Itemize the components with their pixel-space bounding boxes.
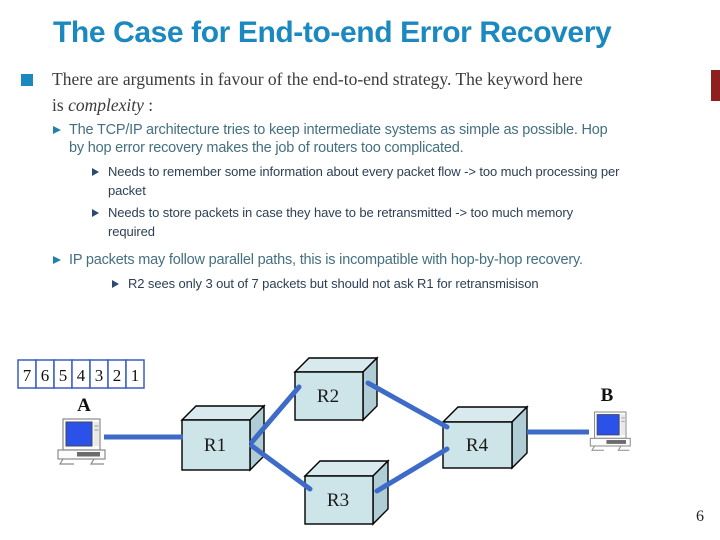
- queue-digit: 3: [95, 366, 104, 385]
- arrow-bullet-icon: [53, 126, 61, 134]
- network-diagram: R1 R2 R3 R4: [17, 356, 631, 526]
- bullet1-line2: is complexity :: [52, 95, 153, 116]
- queue-cell: [125, 359, 145, 389]
- router-box-front: [181, 419, 251, 471]
- page-title: The Case for End-to-end Error Recovery: [53, 16, 612, 49]
- router-box-front: [294, 371, 364, 421]
- bullet-square-icon: [21, 74, 33, 86]
- arrow-bullet-icon: [92, 168, 99, 176]
- bullet2-line1: The TCP/IP architecture tries to keep in…: [69, 122, 608, 138]
- router-r2: R2: [293, 356, 379, 422]
- bullet4-line2: required: [108, 224, 155, 239]
- bullet6-line1: R2 sees only 3 out of 7 packets but shou…: [128, 276, 539, 291]
- router-label: R1: [204, 435, 226, 456]
- packet-queue: 7 6 5 4 3 2 1: [17, 359, 145, 389]
- arrow-bullet-icon: [53, 256, 61, 264]
- host-b-label: B: [601, 385, 614, 406]
- host-a-label: A: [77, 395, 91, 416]
- bullet2-line2: by hop error recovery makes the job of r…: [69, 140, 464, 156]
- router-label: R2: [317, 386, 339, 407]
- link-r3-r4: [374, 446, 450, 494]
- queue-digit: 2: [113, 366, 122, 385]
- queue-digit: 4: [77, 366, 86, 385]
- accent-bar: [711, 70, 720, 101]
- queue-digit: 7: [23, 366, 32, 385]
- computer-icon: [57, 418, 106, 465]
- router-box-front: [442, 421, 513, 469]
- network-links: [104, 380, 589, 494]
- bullet3-line1: Needs to remember some information about…: [108, 164, 620, 179]
- bullet4-line1: Needs to store packets in case they have…: [108, 205, 574, 220]
- link-r2-r4: [365, 380, 450, 430]
- bullet3-line2: packet: [108, 183, 146, 198]
- link-r1-r2: [249, 384, 302, 445]
- bullet5-line1: IP packets may follow parallel paths, th…: [69, 252, 583, 268]
- arrow-bullet-icon: [92, 209, 99, 217]
- queue-digit: 1: [131, 366, 140, 385]
- computer-icon: [589, 411, 631, 451]
- queue-digit: 6: [41, 366, 50, 385]
- arrow-bullet-icon: [112, 280, 119, 288]
- router-r4: R4: [441, 405, 529, 470]
- queue-digit: 5: [59, 366, 68, 385]
- router-r3: R3: [303, 459, 390, 526]
- router-r1: R1: [180, 404, 266, 472]
- bullet1-line2-post: :: [143, 95, 154, 115]
- page-number: 6: [696, 508, 704, 525]
- router-label: R3: [327, 490, 349, 511]
- router-box-front: [304, 475, 374, 525]
- bullet1-line1: There are arguments in favour of the end…: [52, 69, 583, 89]
- link-r1-r3: [249, 443, 313, 492]
- bullet1-line2-pre: is: [52, 95, 69, 115]
- bullet1-line2-italic: complexity: [68, 95, 144, 115]
- router-label: R4: [466, 435, 489, 456]
